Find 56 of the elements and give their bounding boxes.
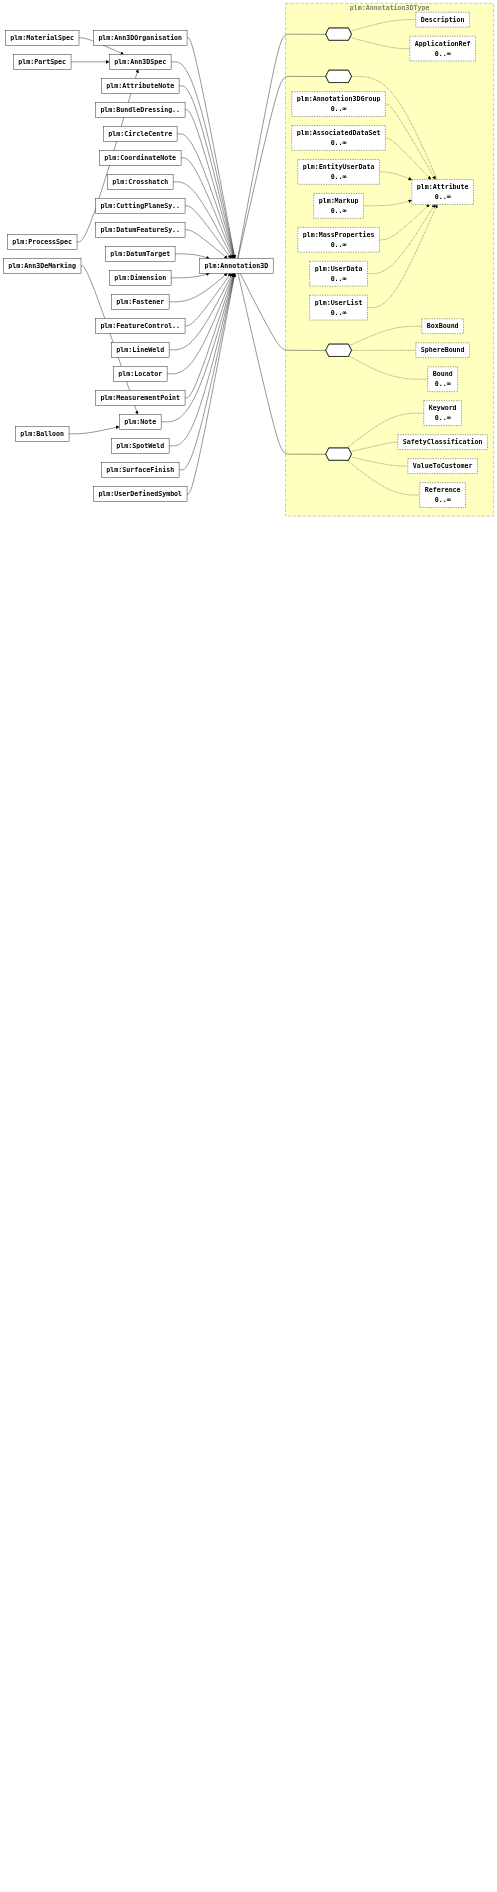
node-box [297,159,380,185]
node-box [111,342,170,358]
connector [349,37,410,49]
node-box [3,258,82,274]
node-box [427,366,458,392]
connector [237,273,327,455]
node-box [297,227,380,253]
connector [237,76,327,259]
node-box [119,414,162,430]
node-box [95,318,186,334]
node-box [103,126,178,142]
node-box [111,438,170,454]
node-box [409,36,476,62]
node-box [423,400,462,426]
node-box [313,193,364,219]
connector [348,355,428,380]
node-box [93,486,188,502]
connector [349,326,422,346]
node-box [113,366,168,382]
connector [350,441,399,452]
node-box [397,434,488,450]
node-box [291,91,386,117]
node-box [15,426,70,442]
node-box [109,270,172,286]
connector [239,273,327,351]
node-box [407,458,478,474]
node-box [107,174,174,190]
cluster [285,3,494,517]
node-box [415,12,470,28]
node-box [95,102,186,118]
connector [349,19,416,32]
node-box [111,294,170,310]
node-box [199,258,274,274]
node-box [101,78,180,94]
node-box [95,390,186,406]
node-box [109,54,172,70]
node-box [415,342,470,358]
node-box [101,462,180,478]
node-box [95,198,186,214]
node-box [99,150,182,166]
node-box [291,125,386,151]
node-box [419,482,466,508]
node-box [5,30,80,46]
node-box [7,234,78,250]
node-box [95,222,186,238]
node-box [93,30,188,46]
connector [351,350,416,351]
node-box [309,261,368,287]
connector [237,33,327,259]
node-box [411,179,474,205]
node-box [105,246,176,262]
connector [346,460,420,496]
node-box [309,295,368,321]
node-box [13,54,72,70]
connector [350,456,408,467]
node-box [421,318,464,334]
